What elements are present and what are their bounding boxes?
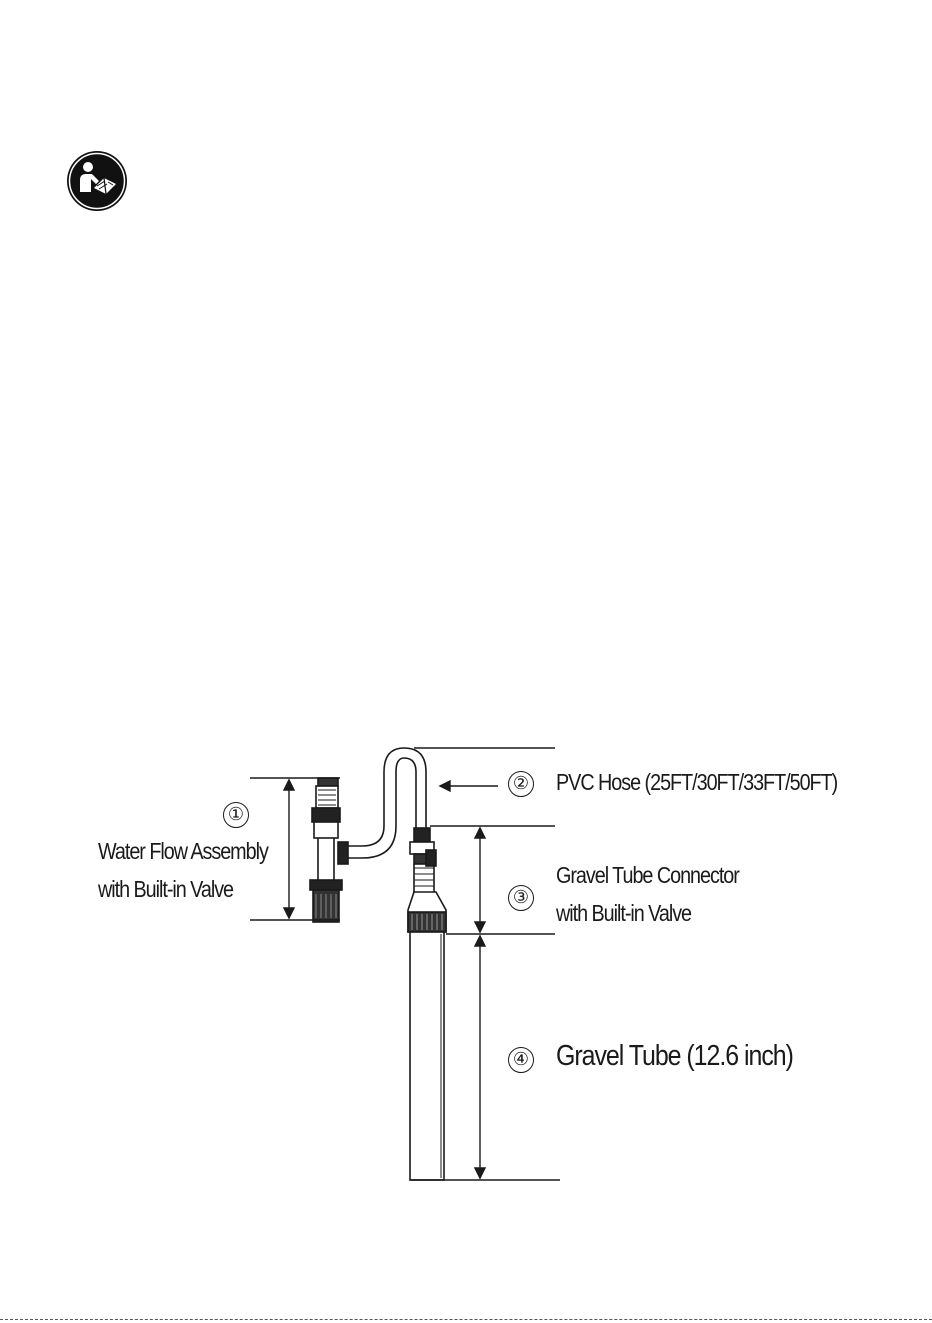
part-1-number: ①	[223, 802, 249, 828]
part-3-label-line2: with Built-in Valve	[556, 900, 691, 927]
part-2-label: PVC Hose (25FT/30FT/33FT/50FT)	[556, 769, 837, 796]
part-4-number: ④	[508, 1047, 534, 1073]
part-3-label-line1: Gravel Tube Connector	[556, 862, 739, 889]
part-2-number: ②	[508, 771, 534, 797]
part-3-number: ③	[508, 885, 534, 911]
part-1-label-line1: Water Flow Assembly	[98, 838, 268, 865]
part-4-label: Gravel Tube (12.6 inch)	[556, 1040, 793, 1073]
gravel-tube-connector	[408, 828, 446, 932]
water-flow-assembly	[310, 778, 362, 922]
part-1-label-line2: with Built-in Valve	[98, 876, 233, 903]
gravel-tube	[410, 932, 444, 1180]
page-bottom-rule	[0, 1319, 932, 1320]
dimension-lines	[250, 748, 560, 1180]
